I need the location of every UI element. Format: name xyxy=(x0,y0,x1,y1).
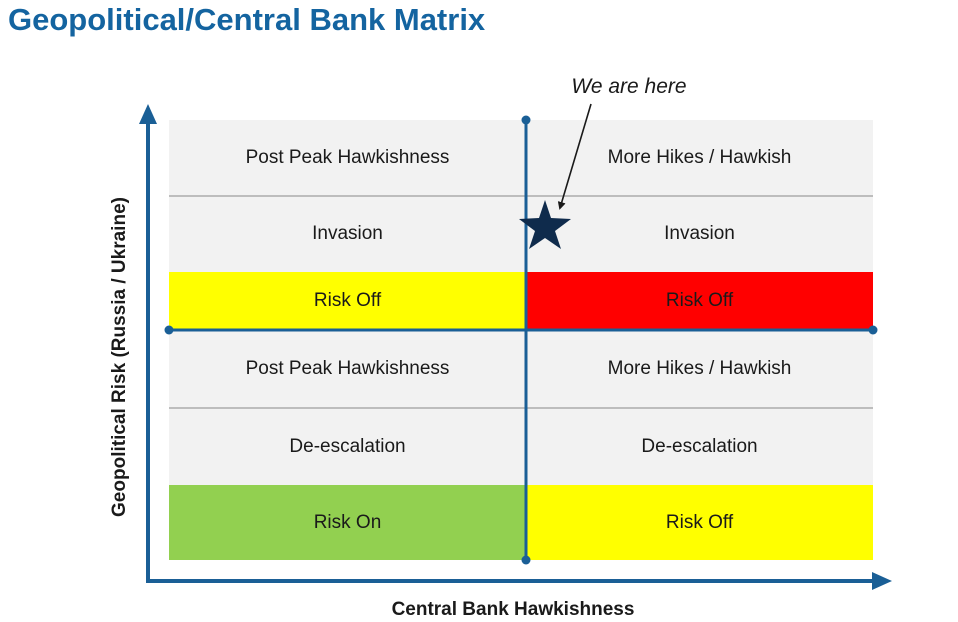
top-right-scenario-cell: More Hikes / Hawkish xyxy=(526,120,873,196)
row-separator xyxy=(169,195,873,197)
top-left-outcome-cell: Risk Off xyxy=(169,272,526,330)
bottom-left-geopolitics-cell: De-escalation xyxy=(169,408,526,485)
bottom-left-scenario-label: Post Peak Hawkishness xyxy=(245,358,450,379)
star-icon xyxy=(519,200,571,249)
bottom-right-scenario-cell: More Hikes / Hawkish xyxy=(526,330,873,408)
top-right-outcome-cell: Risk Off xyxy=(526,272,873,330)
top-right-geopolitics-cell: Invasion xyxy=(526,196,873,272)
top-left-outcome-label: Risk Off xyxy=(313,290,382,311)
bottom-right-geopolitics-cell: De-escalation xyxy=(526,408,873,485)
bottom-left-geopolitics-label: De-escalation xyxy=(289,435,406,457)
divider-endpoint-dot xyxy=(521,115,531,125)
top-left-scenario-label: Post Peak Hawkishness xyxy=(245,147,450,168)
bottom-left-scenario-cell: Post Peak Hawkishness xyxy=(169,330,526,408)
top-left-geopolitics-cell: Invasion xyxy=(169,196,526,272)
bottom-right-outcome-label: Risk Off xyxy=(665,511,734,533)
x-axis-label: Central Bank Hawkishness xyxy=(391,599,635,620)
divider-endpoint-dot xyxy=(521,555,531,565)
row-separator xyxy=(169,407,873,409)
y-axis-arrow-icon xyxy=(139,104,157,124)
y-axis-label: Geopolitical Risk (Russia / Ukraine) xyxy=(109,197,130,517)
we-are-here-annotation: We are here xyxy=(571,75,687,98)
top-left-geopolitics-label: Invasion xyxy=(312,223,383,244)
bottom-left-outcome-label: Risk On xyxy=(313,511,382,533)
top-left-scenario-cell: Post Peak Hawkishness xyxy=(169,120,526,196)
top-right-scenario-label: More Hikes / Hawkish xyxy=(607,147,792,168)
bottom-right-scenario-label: More Hikes / Hawkish xyxy=(607,358,792,379)
top-right-geopolitics-label: Invasion xyxy=(664,223,735,244)
bottom-right-outcome-cell: Risk Off xyxy=(526,485,873,560)
bottom-left-outcome-cell: Risk On xyxy=(169,485,526,560)
divider-endpoint-dot xyxy=(868,325,878,335)
divider-endpoint-dot xyxy=(164,325,174,335)
page-title: Geopolitical/Central Bank Matrix xyxy=(8,2,486,37)
annotation-pointer-arrow xyxy=(557,103,592,210)
x-axis-arrow-icon xyxy=(872,572,892,590)
top-right-outcome-label: Risk Off xyxy=(665,290,734,311)
bottom-right-geopolitics-label: De-escalation xyxy=(641,435,758,457)
